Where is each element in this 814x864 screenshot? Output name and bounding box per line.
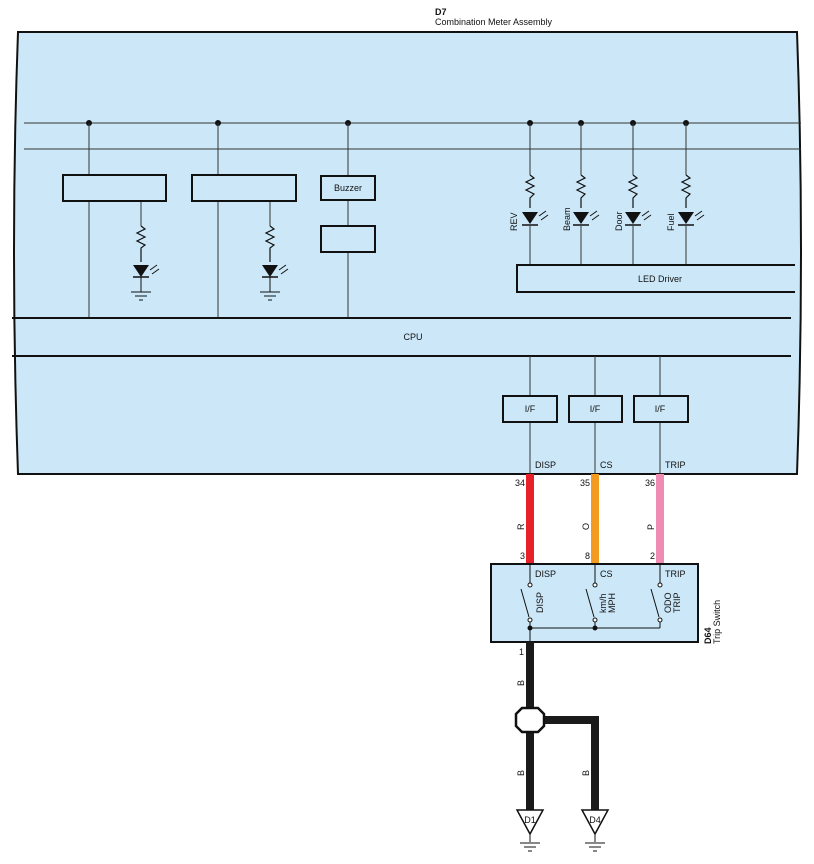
ground-label-d1: D1 bbox=[524, 815, 536, 825]
switch-label-disp: DISP bbox=[535, 592, 545, 613]
buzzer-driver-block bbox=[320, 225, 376, 253]
control-block-2 bbox=[191, 174, 297, 202]
led-ground-1 bbox=[131, 264, 160, 301]
buzzer-block bbox=[320, 175, 376, 201]
meter-pin-35: 35 bbox=[580, 478, 590, 488]
switch-label-trip: TRIP bbox=[672, 592, 682, 613]
meter-name: Combination Meter Assembly bbox=[435, 17, 553, 27]
led-label-fuel: Fuel bbox=[666, 213, 676, 231]
interface-block-2 bbox=[568, 395, 623, 423]
ground-label-d4: D4 bbox=[589, 815, 601, 825]
interface-block-1 bbox=[502, 395, 558, 423]
led-driver-block bbox=[516, 264, 795, 293]
switch-pin-2: 2 bbox=[650, 551, 655, 561]
meter-code: D7 bbox=[435, 7, 447, 17]
interface-block-3 bbox=[633, 395, 689, 423]
switch-terminal-cs: CS bbox=[600, 569, 613, 579]
signal-label-trip: TRIP bbox=[665, 460, 686, 470]
ground-wire-code-2: B bbox=[516, 770, 526, 776]
wire-code-o: O bbox=[581, 523, 591, 530]
led-driver-label: LED Driver bbox=[638, 274, 682, 284]
vertical-drops bbox=[88, 123, 687, 318]
interface-label-1: I/F bbox=[525, 404, 536, 414]
buzzer-label: Buzzer bbox=[334, 183, 362, 193]
wire-code-r: R bbox=[516, 523, 526, 530]
ground-splice bbox=[514, 706, 546, 734]
switch-label-mph: MPH bbox=[607, 593, 617, 613]
led-label-beam: Beam bbox=[562, 207, 572, 231]
resistors bbox=[135, 174, 692, 262]
switch-terminal-disp: DISP bbox=[535, 569, 556, 579]
signal-label-cs: CS bbox=[600, 460, 613, 470]
switch-junctions bbox=[527, 625, 598, 631]
switch-pin-3: 3 bbox=[520, 551, 525, 561]
wire-code-p: P bbox=[646, 524, 656, 530]
led-ground-2 bbox=[260, 264, 289, 301]
switch-label-odo: ODO bbox=[663, 592, 673, 613]
interface-label-3: I/F bbox=[655, 404, 666, 414]
meter-pin-36: 36 bbox=[645, 478, 655, 488]
led-label-rev: REV bbox=[509, 212, 519, 231]
switch-terminal-trip: TRIP bbox=[665, 569, 686, 579]
switch-pin-8: 8 bbox=[585, 551, 590, 561]
indicator-leds bbox=[522, 210, 705, 226]
switch-name: Trip Switch bbox=[712, 600, 722, 644]
led-label-door: Door bbox=[614, 211, 624, 231]
switch-label-kmh: km/h bbox=[598, 593, 608, 613]
interface-label-2: I/F bbox=[590, 404, 601, 414]
meter-pin-34: 34 bbox=[515, 478, 525, 488]
cpu-label: CPU bbox=[403, 332, 422, 342]
if-connections bbox=[529, 356, 661, 474]
ground-wire-code-1: B bbox=[516, 680, 526, 686]
ground-wires bbox=[526, 642, 599, 810]
signal-label-disp: DISP bbox=[535, 460, 556, 470]
switch-ground-pin: 1 bbox=[519, 647, 524, 657]
meter-assembly-panel bbox=[13, 31, 802, 475]
ground-wire-code-3: B bbox=[581, 770, 591, 776]
ground-point-d4 bbox=[580, 809, 610, 852]
ground-point-d1 bbox=[515, 809, 545, 852]
switch-code: D64 bbox=[703, 627, 713, 644]
control-block-1 bbox=[62, 174, 167, 202]
